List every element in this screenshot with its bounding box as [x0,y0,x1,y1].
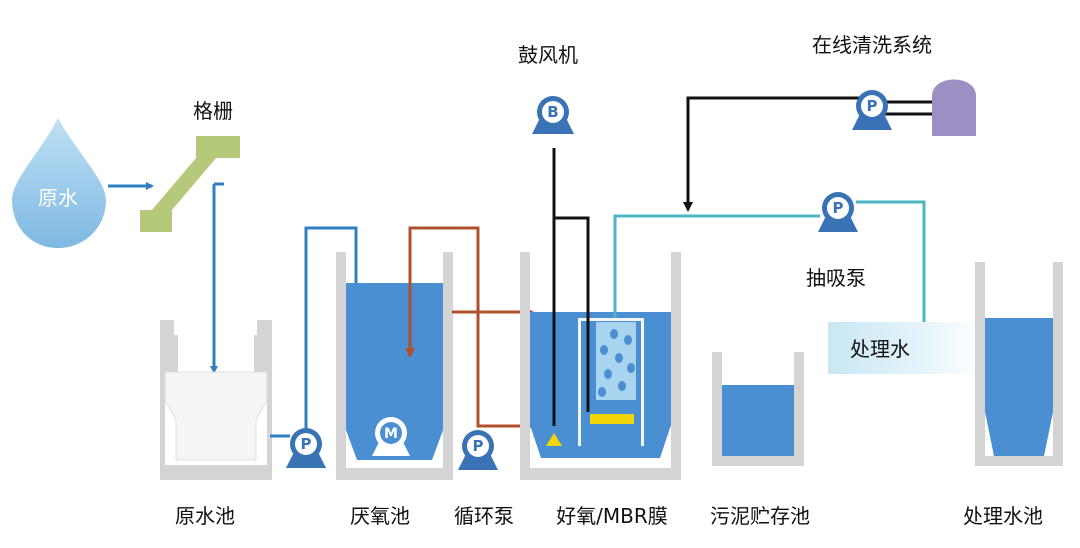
online-cleaning-label: 在线清洗系统 [812,33,932,57]
blower-label: 鼓风机 [518,43,578,67]
cleaning-pump-icon[interactable]: P [852,90,892,130]
return-pipe-to-anoxic [405,226,480,426]
treated-water-pipe [856,200,926,322]
grid-label: 格栅 [193,99,233,123]
svg-text:P: P [867,97,878,115]
circulation-pump-label: 循环泵 [454,504,514,528]
circulation-pipe [476,330,534,431]
treated-water-band [828,322,980,374]
anoxic-tank [336,252,453,480]
suction-pump-label: 抽吸泵 [806,266,866,290]
svg-text:M: M [384,426,398,442]
air-pipe-to-membrane [554,216,590,412]
circulation-pump-icon[interactable]: P [458,430,498,470]
mixer-icon[interactable]: M [372,417,410,456]
bar-screen [140,136,240,232]
svg-text:B: B [547,103,558,121]
aerator-icon [546,433,562,446]
svg-text:P: P [473,437,484,455]
membrane-module [578,318,644,446]
svg-text:P: P [833,199,844,217]
cleaning-pipe [683,96,862,212]
cleaning-tank [932,79,976,136]
mbr-tank-label: 好氧/MBR膜 [556,504,668,528]
anoxic-tank-label: 厌氧池 [350,504,410,528]
raw-tank-label: 原水池 [175,504,235,528]
sludge-tank [712,352,804,466]
permeate-pipe [613,214,820,318]
blower-icon[interactable]: B [532,96,574,134]
treated-water-label: 处理水 [850,337,910,361]
raw-water-drop: 原水 [12,118,106,248]
treated-tank-label: 处理水池 [963,504,1043,528]
lift-pump-icon[interactable]: P [286,428,326,468]
sludge-tank-label: 污泥贮存池 [710,504,810,528]
treated-water-tank [975,262,1063,466]
raw-water-label: 原水 [38,186,78,210]
raw-water-tank [160,320,272,480]
suction-pump-icon[interactable]: P [818,192,858,232]
svg-text:P: P [301,435,312,453]
